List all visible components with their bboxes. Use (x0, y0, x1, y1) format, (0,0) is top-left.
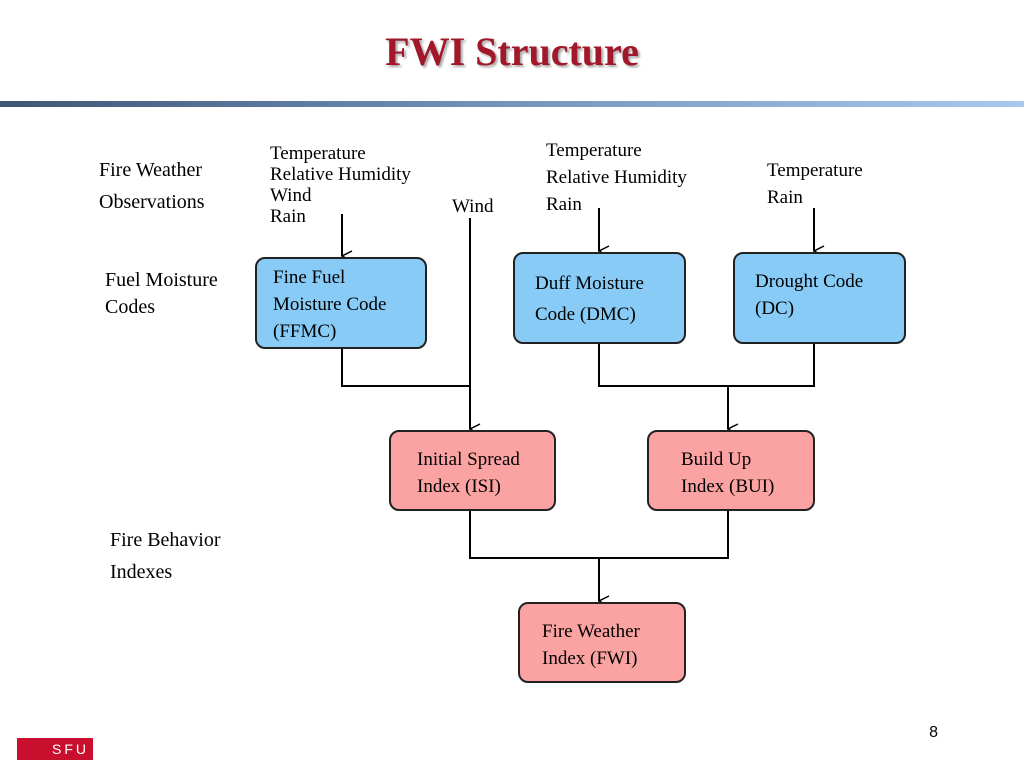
node-dc: Drought Code (DC) (733, 252, 906, 344)
title-divider (0, 101, 1024, 107)
row-label-observations: Fire Weather Observations (99, 159, 205, 213)
connector-ffmc-to-isi (341, 349, 470, 387)
node-fwi: Fire Weather Index (FWI) (518, 602, 686, 683)
node-isi: Initial Spread Index (ISI) (389, 430, 556, 511)
ffmc-inputs: Temperature Relative Humidity Wind Rain (270, 143, 411, 227)
slide-title: FWI Structure (385, 29, 639, 74)
node-ffmc: Fine Fuel Moisture Code (FFMC) (255, 257, 427, 349)
connector-isi-bui-merge (469, 511, 729, 559)
dmc-inputs: Temperature Relative Humidity Rain (546, 140, 687, 215)
row-label-fuel-codes: Fuel Moisture Codes (105, 269, 218, 318)
isi-wind-input: Wind (452, 196, 494, 217)
sfu-logo: SFU (17, 738, 93, 760)
dc-inputs: Temperature Rain (767, 160, 863, 208)
node-dmc: Duff Moisture Code (DMC) (513, 252, 686, 344)
page-number: 8 (929, 724, 938, 741)
node-bui: Build Up Index (BUI) (647, 430, 815, 511)
row-label-behavior: Fire Behavior Indexes (110, 529, 221, 583)
connector-dmc-dc-merge (598, 344, 815, 387)
